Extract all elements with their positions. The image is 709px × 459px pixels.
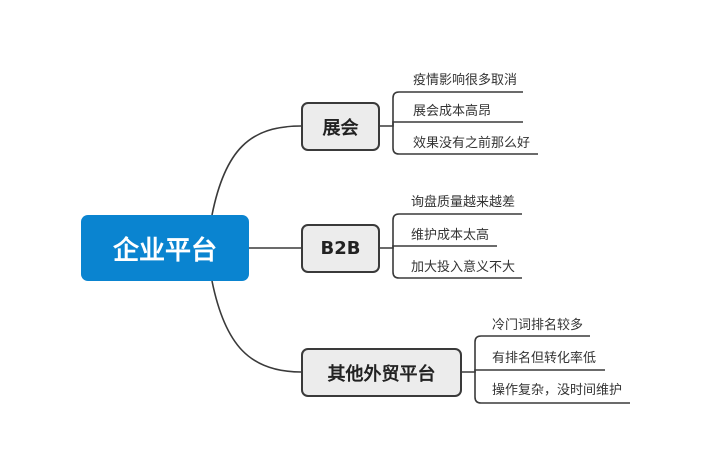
leaf-b2b-1[interactable]: 询盘质量越来越差 (411, 195, 516, 210)
connector-expo-leaf-2 (392, 121, 523, 126)
leaf-other-1[interactable]: 冷门词排名较多 (492, 318, 584, 333)
leaf-expo-1[interactable]: 疫情影响很多取消 (413, 73, 518, 88)
connector-other-leaf-2 (474, 369, 605, 372)
leaf-b2b-2[interactable]: 维护成本太高 (411, 228, 490, 243)
root-topic[interactable]: 企业平台 (81, 215, 249, 281)
connector-expo-leaf-3 (392, 126, 538, 155)
leaf-expo-2[interactable]: 展会成本高昂 (413, 104, 492, 119)
leaf-other-2[interactable]: 有排名但转化率低 (492, 351, 597, 366)
connector-b2b-leaf-2 (392, 245, 497, 248)
topic-expo[interactable]: 展会 (301, 102, 380, 151)
connector-root-expo (211, 125, 302, 216)
connector-b2b-leaf-1 (380, 213, 522, 249)
topic-other-platforms[interactable]: 其他外贸平台 (301, 348, 462, 397)
connector-other-leaf-3 (474, 372, 630, 404)
leaf-b2b-3[interactable]: 加大投入意义不大 (411, 260, 516, 275)
topic-b2b[interactable]: B2B (301, 224, 380, 273)
connector-expo-leaf-1 (380, 91, 523, 127)
connector-b2b-leaf-3 (392, 248, 522, 279)
leaf-other-3[interactable]: 操作复杂，没时间维护 (492, 383, 623, 398)
leaf-expo-3[interactable]: 效果没有之前那么好 (413, 136, 531, 151)
connector-other-leaf-1 (462, 335, 590, 373)
connector-root-other (211, 280, 302, 373)
